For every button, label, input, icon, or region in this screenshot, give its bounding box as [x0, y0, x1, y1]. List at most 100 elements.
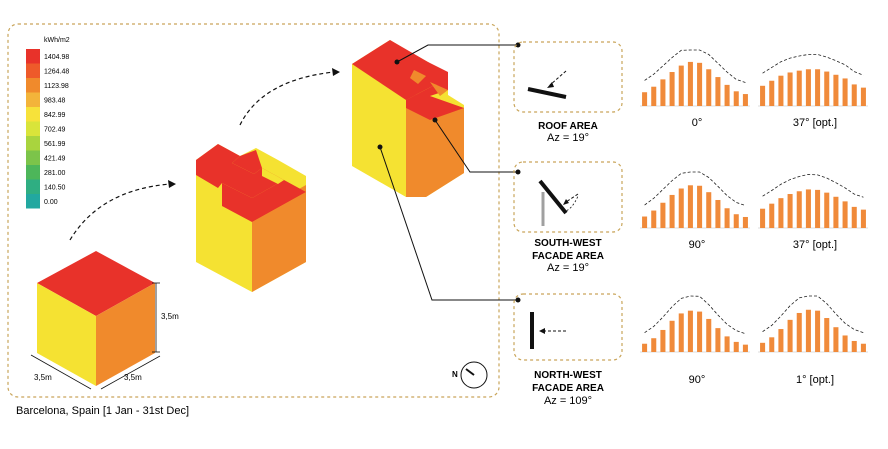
area-icon-roof: [513, 41, 623, 113]
legend-swatch: [26, 121, 40, 136]
cube-small-east-face: [96, 283, 155, 386]
chart-bar: [760, 85, 766, 106]
chart-bar: [687, 185, 693, 228]
area-icon-southwest: [513, 161, 623, 233]
chart-bar: [824, 192, 830, 228]
chart-bar: [724, 84, 730, 106]
radiation-charts: [640, 49, 868, 353]
chart-bar: [787, 319, 793, 352]
cube-small-south-face: [37, 283, 96, 386]
area-roof-az: Az = 19°: [547, 132, 589, 144]
leader-dot-northwest: [377, 144, 383, 150]
cube-height-label: 3,5m: [161, 312, 179, 321]
chart-bar: [833, 74, 839, 106]
chart-bar: [715, 77, 721, 106]
chart-bar: [796, 312, 802, 352]
chart-bar: [760, 342, 766, 352]
chart-bar: [724, 208, 730, 228]
chart-bar: [769, 337, 775, 352]
chart-bar: [796, 70, 802, 106]
legend-swatch: [26, 78, 40, 93]
chart-envelope-line: [762, 173, 864, 198]
main-frame: [7, 23, 500, 398]
chart-bar: [769, 203, 775, 228]
legend-swatch: [26, 136, 40, 151]
chart-bar: [715, 328, 721, 352]
chart-bar: [642, 343, 648, 352]
area-nw-az: Az = 109°: [544, 395, 592, 407]
area-nw-title-2: FACADE AREA: [532, 383, 604, 394]
legend-value: 1404.98: [44, 54, 69, 61]
north-label: N: [452, 370, 458, 379]
chart-bar: [733, 341, 739, 352]
cube-small-roof: [37, 251, 155, 316]
chart-bar: [860, 209, 866, 228]
chart-bar: [742, 94, 748, 106]
chart-bar: [851, 206, 857, 228]
chart-bar: [678, 313, 684, 352]
legend-swatch: [26, 49, 40, 64]
area-title-northwest: NORTH-WEST FACADE AREA Az = 109°: [532, 370, 604, 407]
legend-value: 842.99: [44, 112, 66, 119]
chart-bar: [706, 192, 712, 228]
legend-value: 421.49: [44, 156, 66, 163]
area-title-roof: ROOF AREA Az = 19°: [538, 121, 598, 144]
chart-bar: [715, 199, 721, 228]
chart-envelope-line: [644, 49, 746, 83]
area-sw-title-1: SOUTH-WEST: [534, 238, 601, 249]
chart-bar: [660, 329, 666, 352]
chart-bar: [669, 194, 675, 228]
chart-bar: [651, 86, 657, 106]
chart-bar: [642, 216, 648, 228]
legend-unit: kWh/m2: [44, 37, 70, 44]
chart-bar: [660, 79, 666, 106]
chart-bar: [697, 62, 703, 106]
legend-value: 1123.98: [44, 83, 69, 90]
chart-bar: [860, 87, 866, 106]
chart-bar: [796, 191, 802, 228]
area-title-southwest: SOUTH-WEST FACADE AREA Az = 19°: [532, 238, 604, 274]
legend-swatch: [26, 107, 40, 122]
leader-dot-roof: [394, 59, 400, 65]
chart-bar: [778, 75, 784, 106]
chart-bar: [833, 327, 839, 352]
chart-bar: [733, 214, 739, 228]
building-large: [352, 40, 464, 197]
chart-envelope-line: [762, 295, 864, 334]
chart-title-sw-opt: 37° [opt.]: [793, 239, 837, 251]
chart-envelope-line: [762, 54, 864, 76]
chart-bar: [824, 318, 830, 352]
cube-small: 3,5m 3,5m 3,5m: [30, 251, 179, 390]
chart-bar: [778, 198, 784, 228]
area-sw-az: Az = 19°: [547, 262, 589, 274]
chart-bar: [778, 329, 784, 352]
dim-line-width: [30, 354, 92, 390]
chart-bar: [842, 78, 848, 106]
chart-title-sw-90: 90°: [689, 239, 706, 251]
arrow-step-1: [69, 183, 171, 241]
legend-value: 1264.48: [44, 69, 69, 76]
chart-bar: [842, 335, 848, 352]
legend-value: 561.99: [44, 141, 66, 148]
chart-bar: [733, 91, 739, 106]
chart-bar: [706, 318, 712, 352]
chart-bar: [815, 69, 821, 106]
legend-value: 281.00: [44, 170, 66, 177]
location-label: Barcelona, Spain [1 Jan - 31st Dec]: [16, 405, 189, 417]
chart-bar: [815, 310, 821, 352]
chart-bar: [651, 338, 657, 352]
chart-bar: [651, 210, 657, 228]
chart-bar: [833, 196, 839, 228]
chart-bar: [697, 185, 703, 228]
chart-bar: [824, 71, 830, 106]
chart-bar: [760, 208, 766, 228]
bar-chart: [640, 171, 750, 229]
chart-bar: [706, 69, 712, 106]
chart-title-nw-opt: 1° [opt.]: [796, 374, 834, 386]
chart-bar: [669, 72, 675, 106]
chart-bar: [842, 201, 848, 228]
chart-bar: [851, 84, 857, 106]
chart-bar: [660, 202, 666, 228]
chart-bar: [805, 69, 811, 106]
